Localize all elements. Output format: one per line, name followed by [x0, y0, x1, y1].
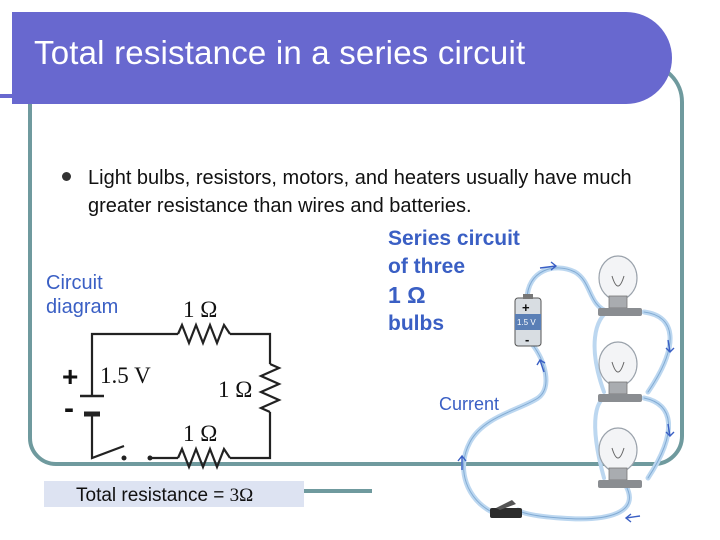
light-bulb-2: [598, 341, 642, 402]
current-label: Current: [439, 394, 499, 414]
switch-illustration: [490, 500, 522, 518]
switch-contact-left: [121, 455, 127, 461]
total-resistance-text: Total resistance = 3Ω: [76, 485, 253, 506]
battery-illustration-plus: +: [522, 300, 530, 315]
illustration-heading-line2: of three: [388, 255, 465, 278]
title-bar: [12, 12, 672, 104]
switch-contact-right: [147, 455, 153, 461]
battery-plus-sign: +: [62, 361, 78, 392]
resistor-bottom-symbol: [176, 445, 231, 471]
illustration-heading-line1: Series circuit: [388, 227, 520, 250]
light-bulb-1: [598, 255, 642, 316]
illustration-wire-cores: [463, 267, 671, 520]
total-resistance-value: 3Ω: [230, 485, 254, 506]
illustration-heading-line3: 1 Ω: [388, 282, 426, 308]
battery-illustration: [514, 294, 542, 347]
battery-illustration-voltage: 1.5 V: [517, 318, 536, 327]
resistor-top-symbol: [176, 321, 231, 347]
resistor-right-label: 1 Ω: [218, 377, 252, 402]
resistor-bottom-label: 1 Ω: [183, 421, 217, 446]
light-bulb-3: [598, 427, 642, 488]
resistor-right-symbol: [258, 362, 282, 414]
total-resistance-label: Total resistance =: [76, 485, 230, 506]
battery-voltage-label: 1.5 V: [100, 363, 151, 388]
current-arrows: [457, 261, 675, 523]
schematic-wires: [90, 332, 272, 460]
illustration-heading-line4: bulbs: [388, 312, 444, 335]
circuit-label-line1: Circuit: [46, 272, 103, 294]
slide-title: Total resistance in a series circuit: [34, 34, 526, 71]
title-underline: [0, 94, 638, 98]
battery-illustration-minus: -: [525, 332, 529, 347]
bullet-text: Light bulbs, resistors, motors, and heat…: [88, 167, 632, 217]
bullet-dot-icon: [62, 172, 71, 181]
battery-minus-sign: -: [64, 392, 74, 425]
circuit-label-line2: diagram: [46, 296, 118, 318]
resistor-top-label: 1 Ω: [183, 297, 217, 322]
total-resistance-box: [44, 481, 304, 507]
